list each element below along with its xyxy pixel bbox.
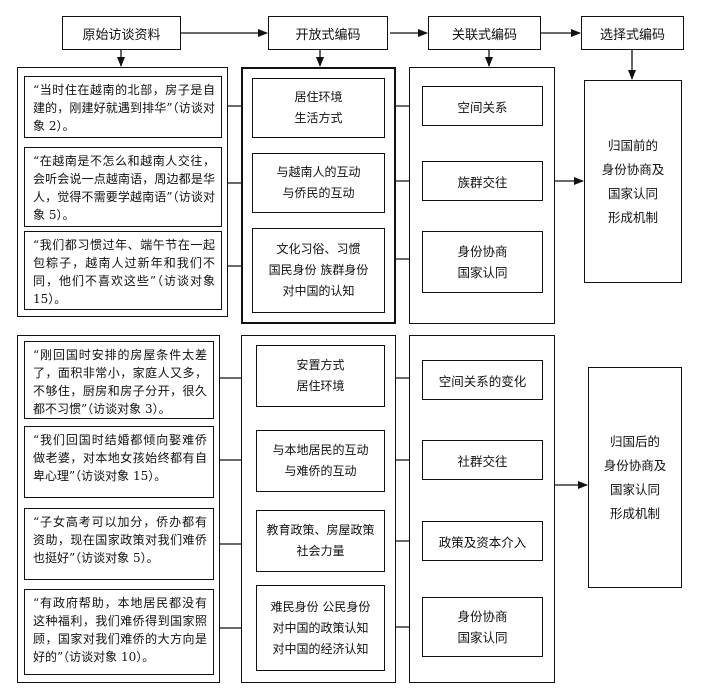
header-axial: 关联式编码 [428,16,541,50]
code-line: 身份协商 [457,609,508,624]
before-quote-2: “在越南是不怎么和越南人交往，会听会说一点越南语，周边都是华人，觉得不需要学越南… [24,147,222,227]
code-line: 对中国的认知 [282,284,355,298]
after-open-code-3: 教育政策、房屋政策 社会力量 [256,510,385,572]
header-selective: 选择式编码 [581,16,684,50]
header-raw: 原始访谈资料 [62,16,181,50]
before-open-code-2: 与越南人的互动 与侨民的互动 [252,153,385,213]
code-line: 国民身份 族群身份 [268,263,369,277]
code-line: 生活方式 [294,111,343,125]
code-line: 居住环境 [296,379,345,393]
before-axial-code-3: 身份协商 国家认同 [422,231,543,293]
after-open-code-2: 与本地居民的互动 与难侨的互动 [256,430,385,492]
after-open-code-4: 难民身份 公民身份 对中国的政策认知 对中国的经济认知 [256,585,385,671]
selective-line: 国家认同 [609,481,660,497]
code-line: 难民身份 公民身份 [270,599,371,614]
after-axial-code-3: 政策及资本介入 [422,521,543,561]
code-line: 教育政策、房屋政策 [266,523,375,537]
selective-line: 形成机制 [609,505,660,521]
selective-line: 归国前的 [607,137,658,153]
code-line: 文化习俗、习惯 [276,242,361,256]
selective-line: 国家认同 [607,185,658,201]
before-selective-code: 归国前的 身份协商及 国家认同 形成机制 [584,80,682,283]
after-axial-code-1: 空间关系的变化 [422,360,543,400]
before-axial-code-1: 空间关系 [422,86,543,126]
code-line: 与难侨的互动 [284,464,357,478]
before-quote-3: “我们都习惯过年、端午节在一起包粽子，越南人过新年和我们不同，他们不喜欢这些”（… [24,231,222,310]
before-open-code-1: 居住环境 生活方式 [252,78,385,138]
header-open: 开放式编码 [268,16,388,50]
code-line: 与侨民的互动 [282,186,355,200]
before-open-code-3: 文化习俗、习惯 国民身份 族群身份 对中国的认知 [252,228,385,313]
code-line: 国家认同 [457,630,508,645]
code-line: 身份协商 [457,244,508,259]
code-line: 安置方式 [296,358,345,372]
after-selective-code: 归国后的 身份协商及 国家认同 形成机制 [588,367,682,588]
after-quote-1: “刚回国时安排的房屋条件太差了，面积非常小，家庭人又多，不够住，厨房和房子分开，… [24,341,214,419]
code-line: 居住环境 [294,90,343,104]
after-quote-2: “我们回国时结婚都倾向娶难侨做老婆，对本地女孩始终都有自卑心理”（访谈对象 15… [24,426,214,498]
after-axial-code-4: 身份协商 国家认同 [422,597,543,657]
after-quote-3: “子女高考可以加分，侨办都有资助，现在国家政策对我们难侨也挺好”（访谈对象 5）… [24,508,214,580]
selective-line: 身份协商及 [603,457,667,473]
code-line: 对中国的政策认知 [272,620,369,635]
after-axial-code-2: 社群交往 [422,440,543,480]
code-line: 与本地居民的互动 [272,443,369,457]
code-line: 社会力量 [296,544,345,558]
after-quote-4: “有政府帮助，本地居民都没有这种福利，我们难侨得到国家照顾，国家对我们难侨的大方… [24,589,214,675]
before-quote-1: “当时住在越南的北部，房子是自建的，刚建好就遇到排华”（访谈对象 2）。 [24,76,222,138]
selective-line: 形成机制 [607,209,658,225]
before-axial-code-2: 族群交往 [422,161,543,201]
selective-line: 身份协商及 [601,161,665,177]
after-open-code-1: 安置方式 居住环境 [256,345,385,407]
selective-line: 归国后的 [609,433,660,449]
code-line: 国家认同 [457,265,508,280]
code-line: 与越南人的互动 [276,165,361,179]
code-line: 对中国的经济认知 [272,641,369,656]
